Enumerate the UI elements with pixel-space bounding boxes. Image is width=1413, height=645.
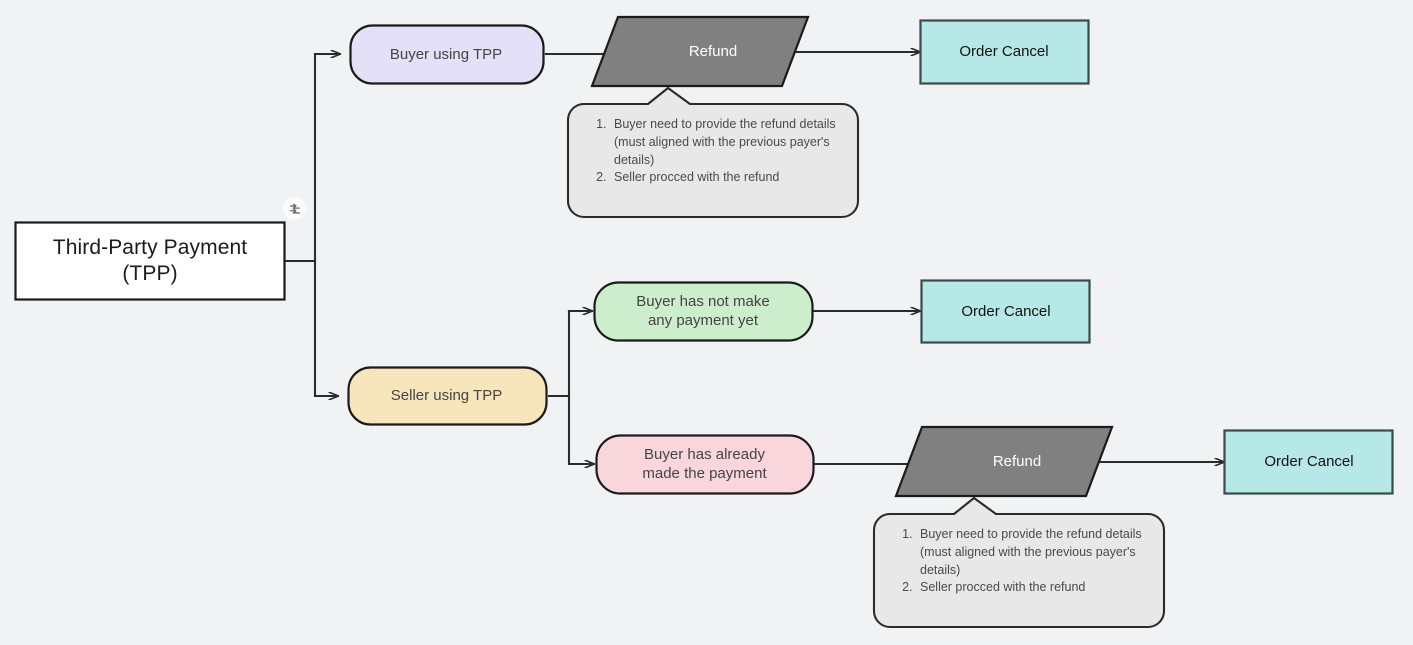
node-refund-bottom[interactable] bbox=[894, 425, 1114, 498]
node-third-party-payment[interactable] bbox=[14, 221, 286, 301]
flow-connector-glyph bbox=[289, 203, 300, 214]
callout-note-top bbox=[566, 86, 860, 219]
node-refund-top[interactable] bbox=[590, 15, 810, 88]
node-order-cancel-bottom[interactable] bbox=[1223, 429, 1394, 495]
flow-connector-icon[interactable] bbox=[283, 197, 306, 220]
node-order-cancel-top[interactable] bbox=[919, 19, 1090, 85]
node-order-cancel-mid[interactable] bbox=[920, 279, 1091, 344]
node-seller-using-tpp[interactable] bbox=[347, 366, 548, 426]
node-buyer-using-tpp[interactable] bbox=[349, 24, 545, 85]
node-buyer-already-paid[interactable] bbox=[595, 434, 815, 495]
node-buyer-no-payment[interactable] bbox=[593, 281, 814, 342]
callout-note-bottom bbox=[872, 496, 1166, 629]
